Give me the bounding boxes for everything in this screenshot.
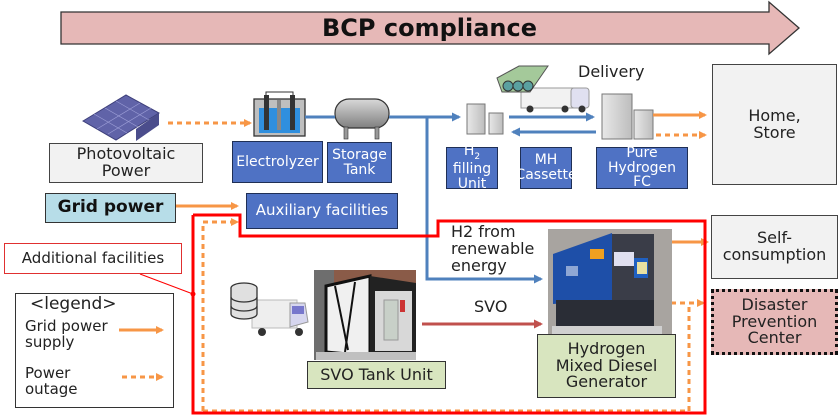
- additional-facilities-boundary: [191, 213, 707, 415]
- grid-power-box: Grid power: [45, 193, 176, 223]
- hydrogen-pipes: [305, 112, 596, 284]
- legend-title: <legend>: [30, 294, 117, 314]
- pure-hydrogen-fc-box: Pure Hydrogen FC: [596, 146, 688, 190]
- cylinder-truck-icon: [496, 65, 590, 113]
- electrolyzer-box: Electrolyzer: [232, 141, 323, 183]
- bcp-banner-arrow: [60, 0, 800, 56]
- home-store-box: Home, Store: [712, 64, 837, 185]
- callout-dot: [190, 291, 196, 297]
- legend-item-power-outage: Power outage: [25, 364, 78, 398]
- generator-box: Hydrogen Mixed Diesel Generator: [537, 334, 676, 398]
- fuel-cell-icon: [601, 93, 654, 140]
- mh-cassette-box: MH Cassette: [515, 147, 577, 189]
- legend-swatches: [119, 326, 164, 381]
- self-consumption-box: Self- consumption: [711, 215, 838, 279]
- photovoltaic-power-box: Photovoltaic Power: [49, 143, 203, 183]
- banner-title: BCP compliance: [322, 14, 537, 42]
- generator-photo: [548, 229, 672, 334]
- legend-item-grid-supply: Grid power supply: [25, 317, 108, 351]
- h2-filling-unit-box: H2 filling Unit: [446, 143, 498, 193]
- additional-facilities-label: Additional facilities: [4, 243, 182, 274]
- svo-tank-unit-box: SVO Tank Unit: [307, 361, 446, 389]
- auxiliary-facilities-box: Auxiliary facilities: [246, 193, 398, 229]
- callout-line: [139, 273, 194, 295]
- oil-truck-icon: [230, 282, 309, 336]
- svo-tank-photo: [314, 270, 416, 360]
- legend-box: <legend> Grid power supply Power outage: [15, 293, 174, 408]
- h2-from-renewable-label: H2 from renewable energy: [451, 222, 535, 275]
- solar-panel-icon: [82, 94, 160, 141]
- storage-tank-icon: [334, 98, 390, 140]
- power-arrows: [168, 111, 709, 413]
- disaster-prevention-center-box: Disaster Prevention Center: [711, 289, 838, 355]
- hydrogen-unit-icon: [466, 103, 504, 135]
- svo-label: SVO: [474, 297, 508, 316]
- delivery-label: Delivery: [578, 62, 645, 81]
- h2-filling-unit-label: H2 filling Unit: [452, 143, 492, 193]
- electrolyzer-icon: [253, 91, 306, 137]
- storage-tank-box: Storage Tank: [327, 142, 392, 183]
